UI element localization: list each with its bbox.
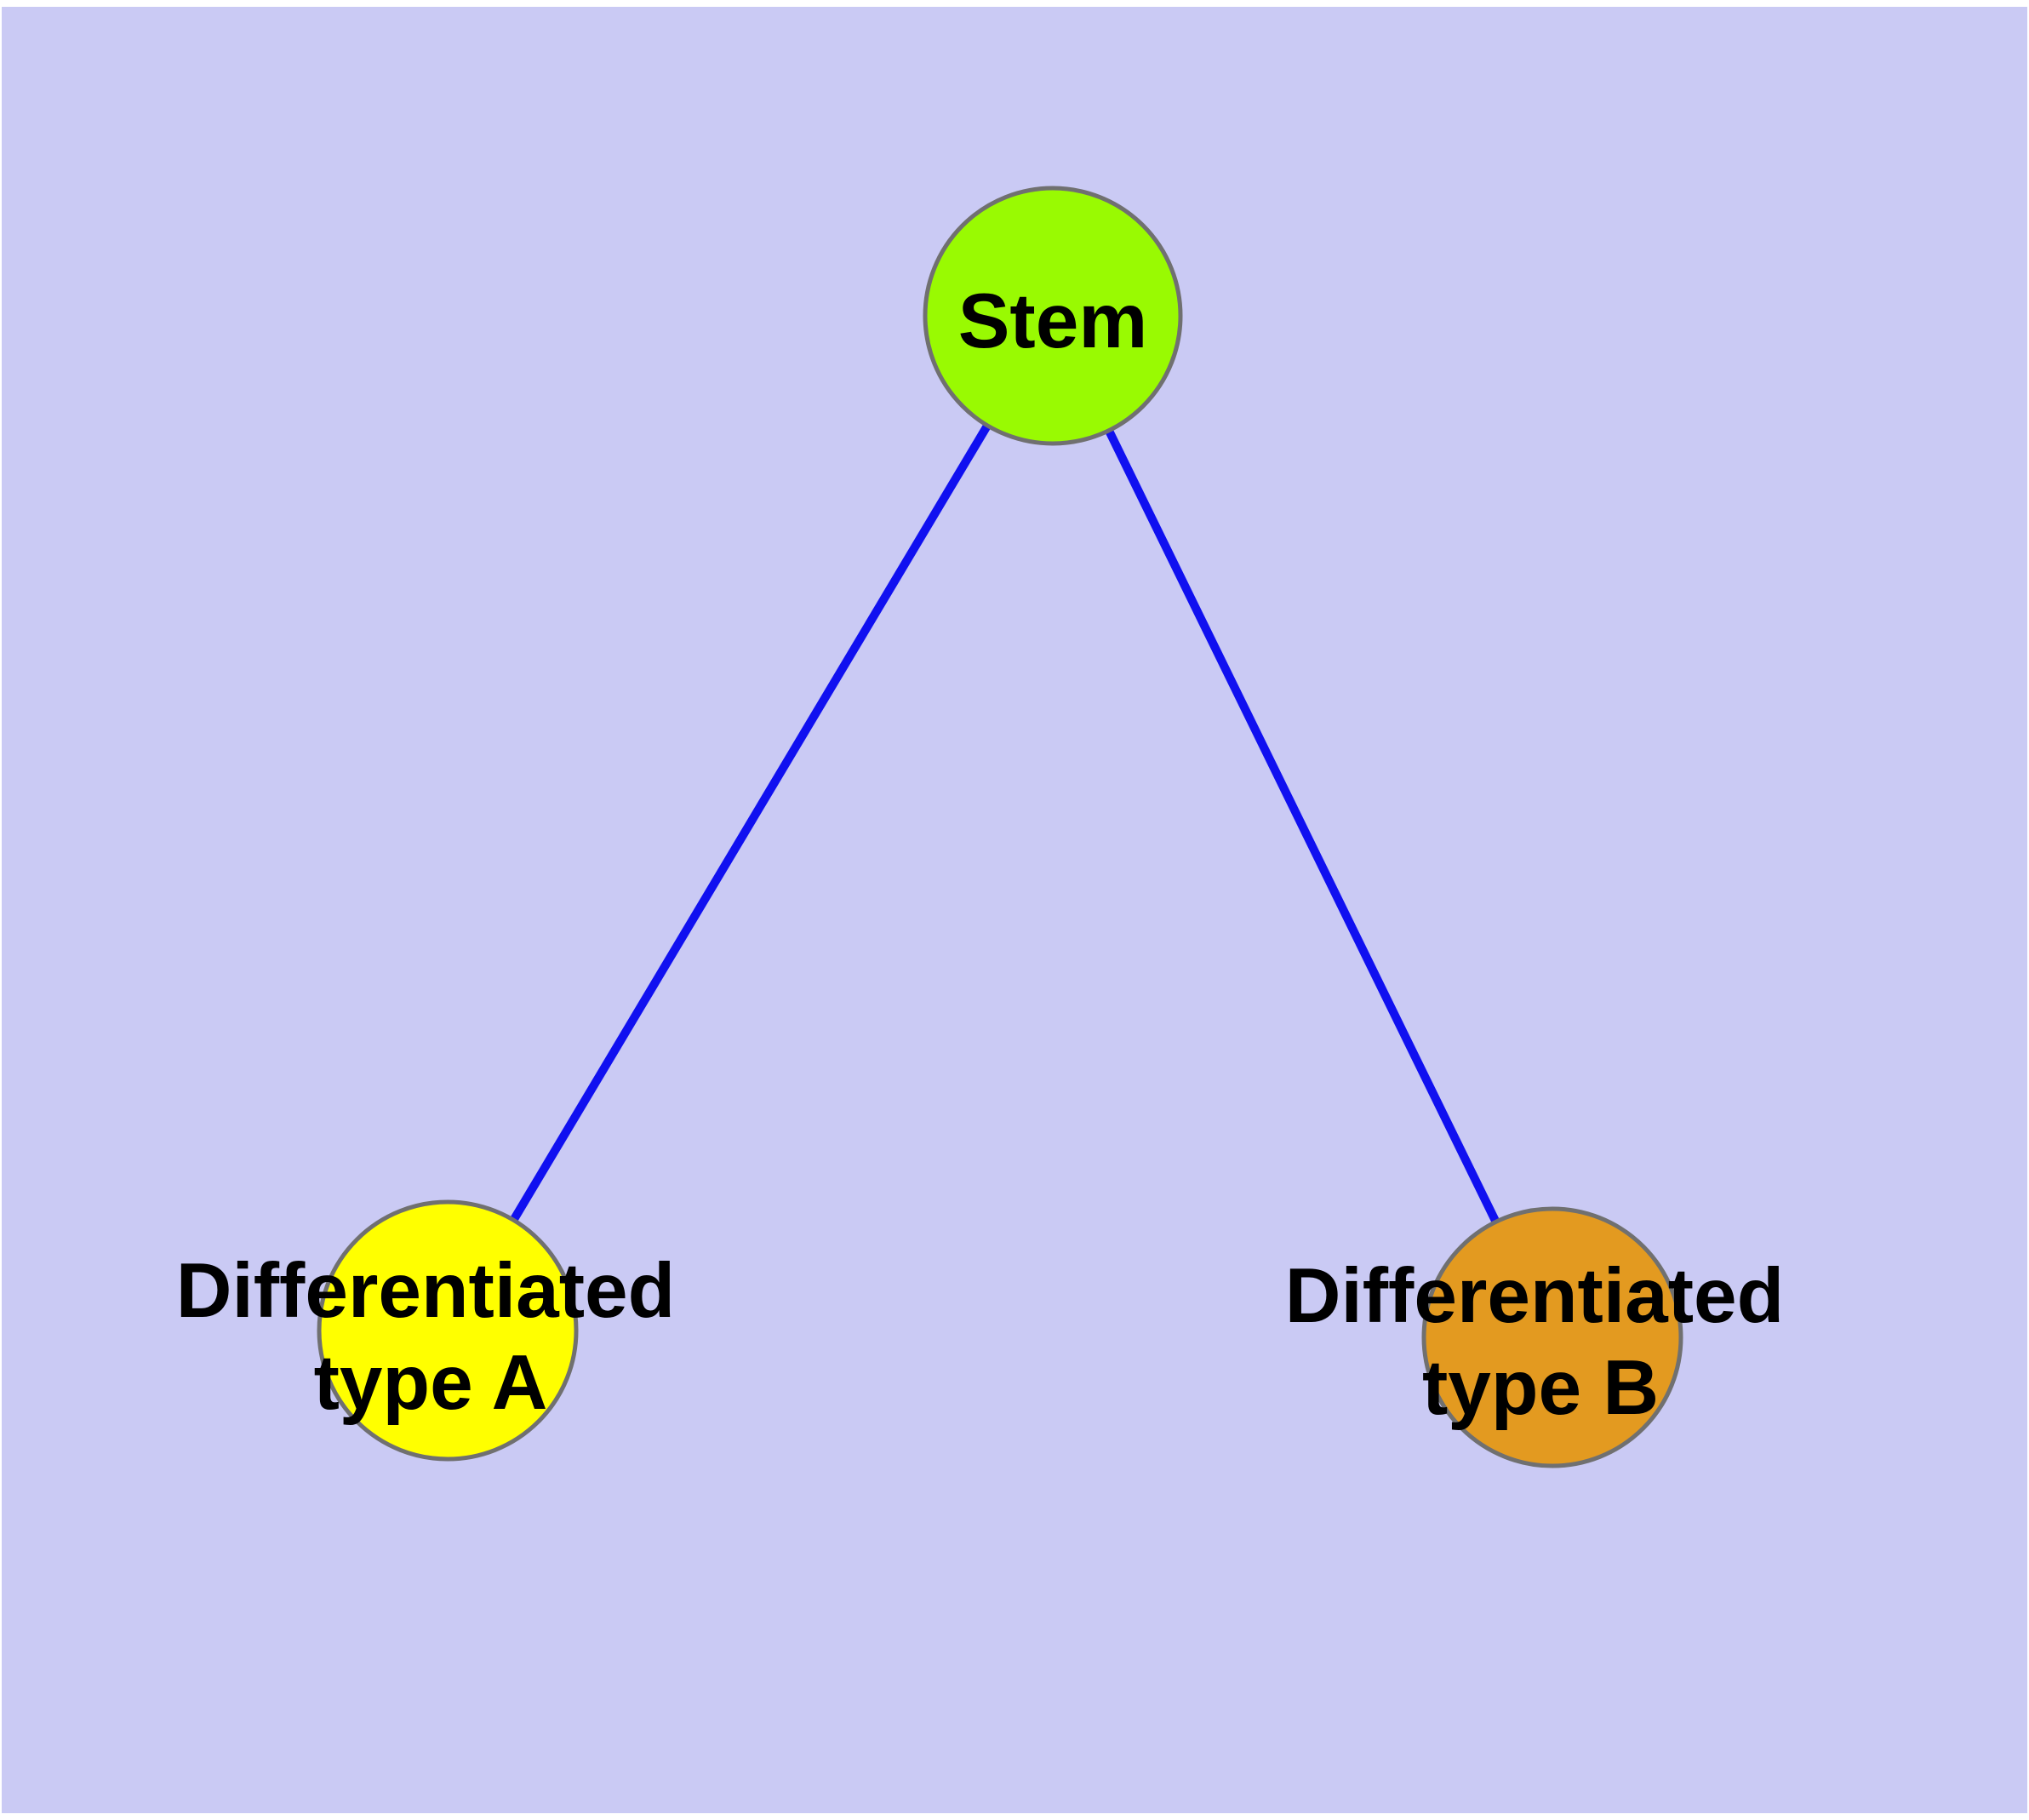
- edge-stem-to-type-b: [1049, 313, 1557, 1340]
- node-type-b-label-line2: type B: [1422, 1345, 1659, 1431]
- node-stem: [923, 186, 1183, 446]
- node-type-a-label-line1: Differentiated: [176, 1248, 676, 1334]
- node-type-b: [1421, 1206, 1683, 1468]
- edge-stem-to-type-a: [443, 313, 1057, 1333]
- node-type-b-label-line1: Differentiated: [1285, 1253, 1785, 1339]
- node-stem-label: Stem: [958, 278, 1148, 364]
- node-type-a: [317, 1199, 579, 1462]
- node-type-a-label-line2: type A: [314, 1340, 548, 1426]
